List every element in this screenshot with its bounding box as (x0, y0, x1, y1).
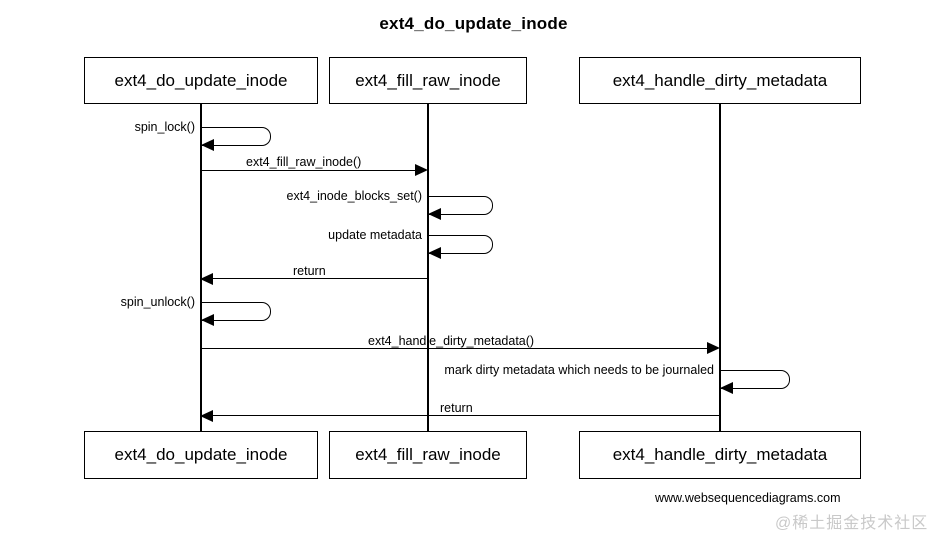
message-line-ext4-fill-raw-inode (201, 170, 416, 172)
arrowhead-ext4-handle-dirty-metadata (707, 342, 720, 354)
participant-label: ext4_fill_raw_inode (355, 70, 501, 90)
message-label-mark-dirty-metadata: mark dirty metadata which needs to be jo… (444, 363, 714, 377)
message-label-spin-lock: spin_lock() (134, 120, 195, 134)
lifeline-ext4-handle-dirty-metadata (719, 104, 721, 431)
self-call-loop-ext4-inode-blocks-set (428, 196, 493, 215)
footer-url: www.websequencediagrams.com (655, 491, 841, 505)
arrowhead-update-metadata (428, 247, 441, 259)
message-label-return-fill-raw-inode: return (293, 264, 326, 278)
lifeline-ext4-do-update-inode (200, 104, 202, 431)
self-call-loop-mark-dirty-metadata (720, 370, 790, 389)
arrowhead-ext4-fill-raw-inode (415, 164, 428, 176)
message-label-update-metadata: update metadata (328, 228, 422, 242)
participant-label: ext4_handle_dirty_metadata (612, 70, 828, 90)
self-call-loop-spin-lock (201, 127, 271, 146)
participant-label: ext4_do_update_inode (114, 70, 288, 90)
arrowhead-spin-lock (201, 139, 214, 151)
participant-box-top-ext4-handle-dirty-metadata[interactable]: ext4_handle_dirty_metadata (579, 57, 861, 104)
arrowhead-return-handle-dirty-metadata (200, 410, 213, 422)
message-line-ext4-handle-dirty-metadata (201, 348, 708, 350)
lifeline-ext4-fill-raw-inode (427, 104, 429, 431)
arrowhead-spin-unlock (201, 314, 214, 326)
message-label-ext4-inode-blocks-set: ext4_inode_blocks_set() (286, 189, 423, 203)
participant-label: ext4_do_update_inode (114, 445, 288, 464)
arrowhead-return-fill-raw-inode (200, 273, 213, 285)
participant-box-bottom-ext4-fill-raw-inode[interactable]: ext4_fill_raw_inode (329, 431, 527, 479)
message-line-return-fill-raw-inode (212, 278, 428, 280)
message-label-ext4-handle-dirty-metadata: ext4_handle_dirty_metadata() (368, 334, 535, 348)
participant-box-bottom-ext4-handle-dirty-metadata[interactable]: ext4_handle_dirty_metadata (579, 431, 861, 479)
self-call-loop-spin-unlock (201, 302, 271, 321)
diagram-title: ext4_do_update_inode (379, 14, 568, 33)
message-label-return-handle-dirty-metadata: return (440, 401, 473, 415)
participant-box-top-ext4-do-update-inode[interactable]: ext4_do_update_inode (84, 57, 318, 104)
arrowhead-ext4-inode-blocks-set (428, 208, 441, 220)
message-label-ext4-fill-raw-inode: ext4_fill_raw_inode() (246, 155, 362, 169)
participant-box-bottom-ext4-do-update-inode[interactable]: ext4_do_update_inode (84, 431, 318, 479)
message-label-spin-unlock: spin_unlock() (120, 295, 195, 309)
self-call-loop-update-metadata (428, 235, 493, 254)
participant-box-top-ext4-fill-raw-inode[interactable]: ext4_fill_raw_inode (329, 57, 527, 104)
message-line-return-handle-dirty-metadata (212, 415, 720, 417)
participant-label: ext4_handle_dirty_metadata (612, 445, 828, 464)
participant-label: ext4_fill_raw_inode (355, 445, 501, 464)
watermark-text: @稀土掘金技术社区 (775, 515, 929, 532)
arrowhead-mark-dirty-metadata (720, 382, 733, 394)
